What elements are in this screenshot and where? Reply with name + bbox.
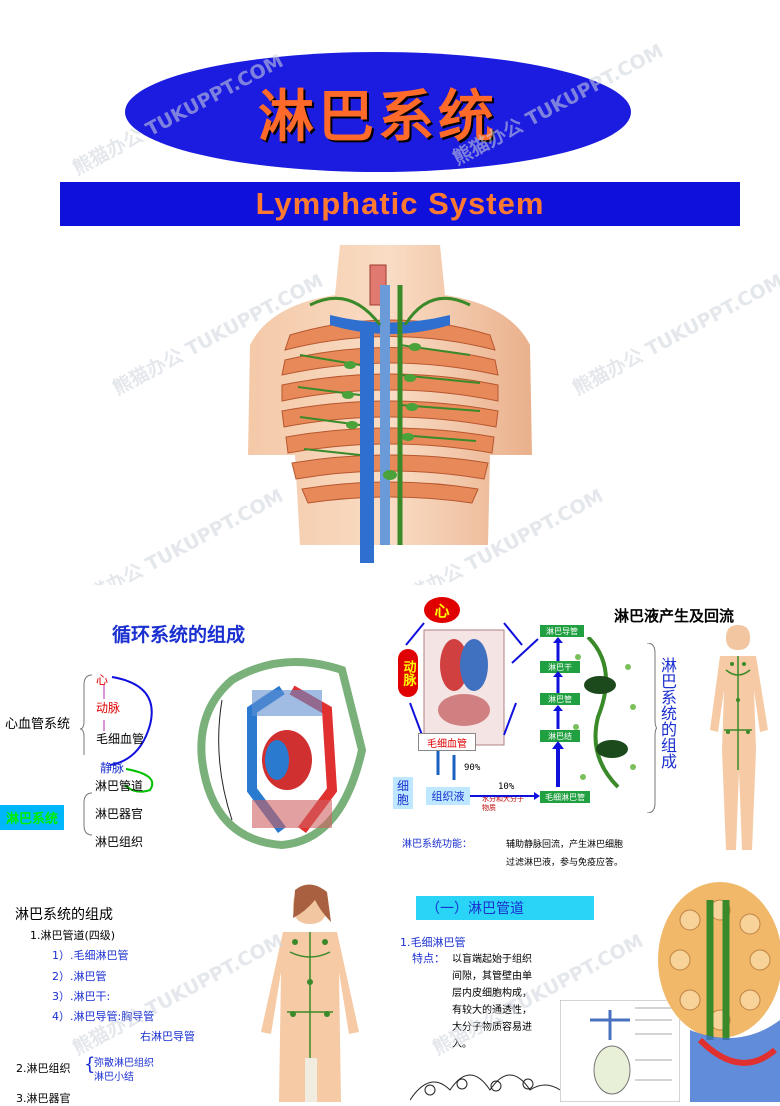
lymph-stack-node: 淋巴结 — [540, 730, 580, 742]
heart-node-label: 心 — [434, 601, 450, 620]
section-title: （一）淋巴管道 — [426, 901, 524, 917]
watermark: 熊猫办公 TUKUPPT.COM — [569, 269, 780, 400]
lymph-item-organ: 淋巴器官 — [95, 807, 144, 821]
composition-sub-4: 4）.淋巴导管:胸导管 — [52, 1010, 155, 1023]
feature-line-4: 有较大的通透性， — [452, 1005, 532, 1016]
capillary-heading: 1.毛细淋巴管 — [400, 936, 466, 949]
lymph-stack-trunk: 淋巴干 — [540, 661, 580, 673]
body-lymph-figure — [710, 625, 768, 850]
cardio-item-capillary: 毛细血管 — [96, 732, 145, 746]
subtitle-bar: Lymphatic System — [60, 182, 740, 226]
slide-title: 淋巴系统 Lymphatic System — [60, 39, 780, 615]
circulation-loop-illustration — [197, 658, 367, 850]
title-ellipse: 淋巴系统 — [125, 52, 631, 172]
lymph-stack-capillary: 毛细淋巴管 — [540, 791, 590, 803]
lymph-stack-capillary-label: 毛细淋巴管 — [545, 792, 585, 802]
composition-sub-3: 3）.淋巴干: — [52, 990, 111, 1003]
function-label: 淋巴系统功能： — [402, 839, 472, 850]
lymph-stack-duct: 淋巴导管 — [540, 625, 584, 637]
feature-line-1: 以盲端起始于组织 — [452, 954, 532, 965]
percent-90: 90% — [464, 763, 481, 773]
feature-line-6: 入。 — [452, 1039, 472, 1050]
feature-label: 特点： — [412, 952, 445, 965]
lymph-flow-title: 淋巴液产生及回流 — [614, 607, 735, 625]
torso-lymph-illustration — [248, 245, 532, 563]
composition-heading: 淋巴系统的组成 — [15, 907, 113, 923]
composition-sub-1: 1）.毛细淋巴管 — [52, 949, 129, 962]
vertical-bracket — [647, 643, 657, 813]
composition-item-2b: 淋巴小结 — [94, 1072, 134, 1083]
composition-sub-2: 2）.淋巴管 — [52, 970, 107, 983]
feature-line-3: 层内皮细胞构成， — [452, 988, 532, 999]
lymph-system-label: 淋巴系统 — [0, 805, 65, 830]
lymph-composition-vertical: 淋巴系统的组成 — [658, 657, 677, 769]
composition-item-3: 3.淋巴器官 — [16, 1092, 71, 1105]
slide-circulation: 循环系统的组成 心血管系统 淋巴系统 心 动脉 毛细血管 静脉 淋巴管道 淋巴器… — [0, 585, 780, 880]
cell-box-label: 细胞 — [396, 779, 409, 807]
lymph-flow-arrows — [405, 622, 539, 780]
lymph-tissue-illustration — [658, 882, 780, 1102]
section-title-box: （一）淋巴管道 — [416, 896, 594, 920]
lymph-stack-duct-label: 淋巴导管 — [546, 626, 578, 636]
cardio-item-artery: 动脉 — [96, 701, 121, 715]
tissue-to-lymph-arrow — [470, 792, 540, 800]
heart-node: 心 — [424, 597, 460, 623]
function-text-2: 过滤淋巴液，参与免疫应答。 — [506, 858, 624, 868]
node-cross-section-sketch — [560, 1000, 680, 1102]
lymph-stack-trunk-label: 淋巴干 — [548, 662, 572, 672]
lymph-item-tissue: 淋巴组织 — [95, 835, 144, 849]
cell-box: 细胞 — [393, 777, 413, 809]
artery-node: 动脉 — [398, 649, 418, 697]
tissue-fluid-box: 组织液 — [426, 787, 470, 805]
slide-subtitle-text: Lymphatic System — [255, 186, 545, 221]
capillary-sketch — [410, 1074, 560, 1101]
macromolecule-label: 水分和大分子物质 — [482, 795, 524, 812]
composition-item-1: 1.淋巴管道(四级) — [30, 929, 116, 942]
lymph-stack-vessel: 淋巴管 — [540, 693, 580, 705]
artery-node-label: 动脉 — [400, 660, 416, 686]
composition-item-2: 2.淋巴组织 — [16, 1062, 71, 1075]
lymph-stack-node-label: 淋巴结 — [548, 731, 572, 741]
composition-brace: { — [84, 1054, 96, 1075]
lymph-item-vessel: 淋巴管道 — [95, 779, 144, 793]
slide-title-text: 淋巴系统 — [258, 84, 498, 150]
composition-sub-4b: 右淋巴导管 — [140, 1030, 195, 1043]
lymph-stack-arrows — [552, 637, 636, 789]
circulation-title: 循环系统的组成 — [112, 624, 246, 646]
woman-lymph-figure — [261, 884, 359, 1102]
tissue-fluid-label: 组织液 — [431, 790, 465, 803]
function-text-1: 辅助静脉回流，产生淋巴细胞 — [506, 840, 624, 850]
capillary-box: 毛细血管 — [418, 733, 476, 751]
capillary-box-label: 毛细血管 — [427, 738, 467, 750]
cardio-item-vein: 静脉 — [100, 761, 125, 775]
slide-composition: 淋巴系统的组成 1.淋巴管道(四级) 1）.毛细淋巴管 2）.淋巴管 3）.淋巴… — [0, 880, 780, 1105]
percent-10: 10% — [498, 782, 515, 792]
cardio-item-heart: 心 — [96, 673, 109, 687]
feature-line-5: 大分子物质容易进 — [452, 1022, 532, 1033]
composition-item-2a: 弥散淋巴组织 — [94, 1058, 154, 1069]
bracket-diagram — [80, 674, 154, 836]
lymph-stack-vessel-label: 淋巴管 — [548, 694, 572, 704]
cardio-system-label: 心血管系统 — [5, 717, 71, 732]
feature-line-2: 间隙，其管壁由单 — [452, 971, 532, 982]
